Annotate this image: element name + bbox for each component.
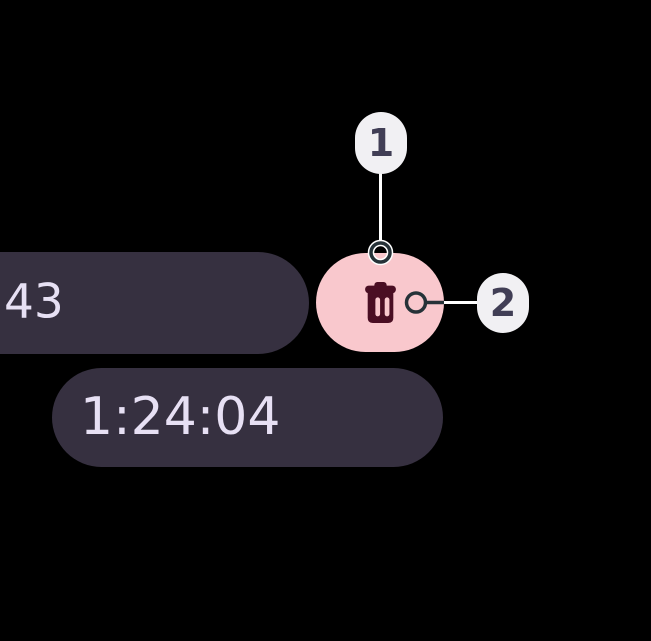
callout-1-label: 1 [367, 121, 395, 165]
callout-2-label: 2 [489, 281, 517, 325]
trash-icon [364, 282, 396, 323]
lap-time-text: 1:24:04 [80, 386, 281, 447]
delete-lap-button[interactable] [316, 253, 444, 352]
stopwatch-time-pill: 43 [0, 252, 309, 354]
lap-time-pill: 1:24:04 [52, 368, 443, 467]
callout-badge-1: 1 [355, 112, 407, 174]
callout-badge-2: 2 [477, 273, 529, 333]
stopwatch-time-text: 43 [4, 274, 64, 330]
